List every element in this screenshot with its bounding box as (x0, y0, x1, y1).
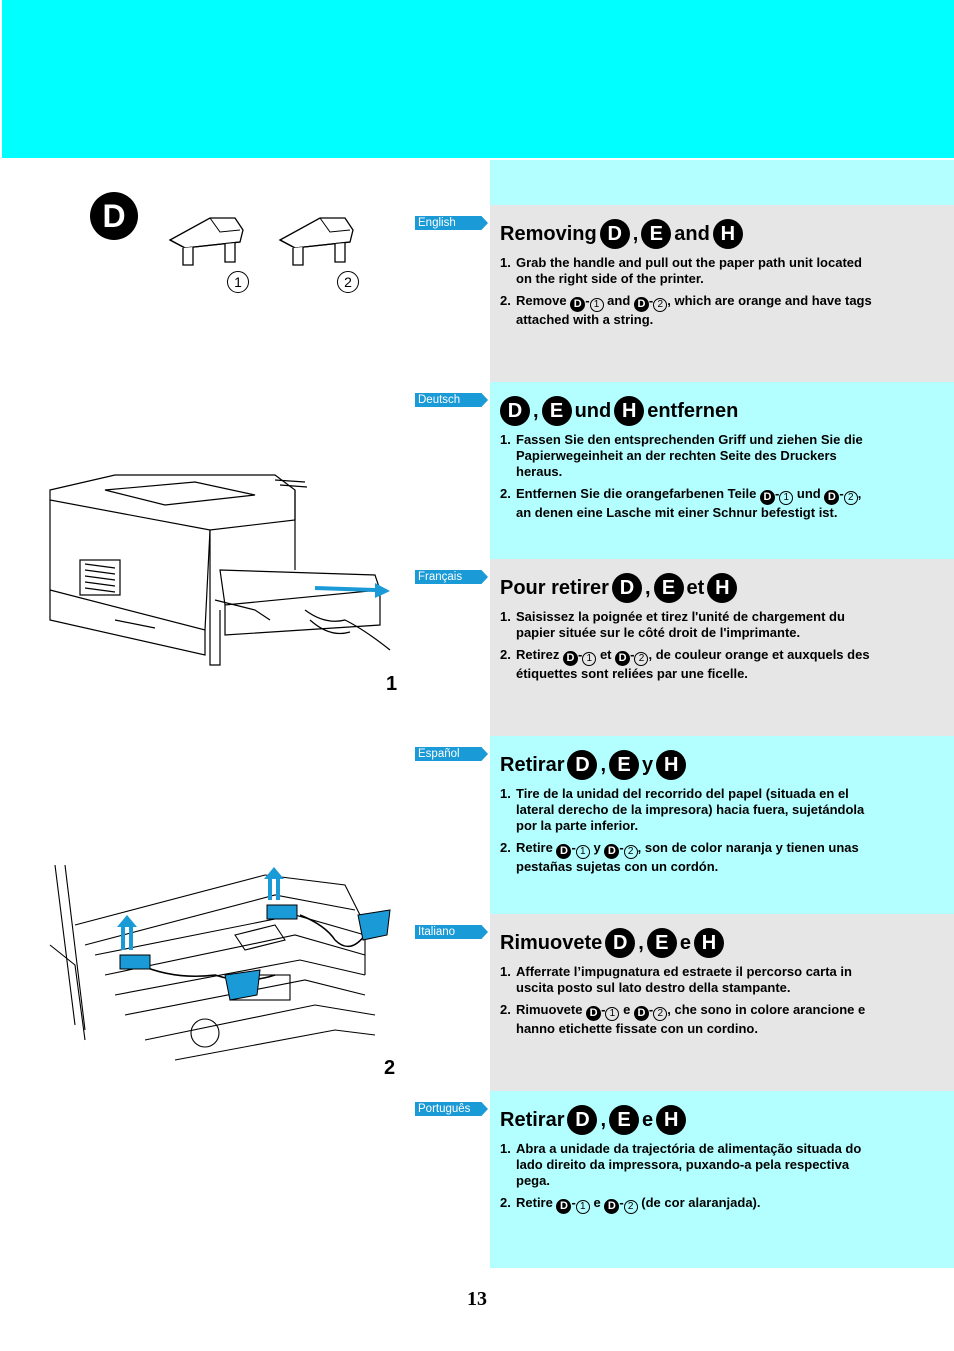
part-d2-illustration (278, 217, 354, 266)
header-band (2, 0, 954, 158)
figure-1-label: 1 (386, 673, 398, 695)
badge-d-small: D (556, 1199, 572, 1214)
step-2: 2.Retirez D-1 et D-2, de couleur orange … (500, 647, 870, 681)
circled-one: 1 (779, 491, 794, 505)
badge-h: H (712, 219, 743, 249)
badge-e: E (653, 573, 684, 603)
step-2: 2.Rimuovete D-1 e D-2, che sono in color… (500, 1002, 866, 1036)
section-heading: Removing D , E and H (500, 219, 954, 249)
circled-two: 2 (653, 298, 668, 312)
section-heading: Rimuovete D , E e H (500, 928, 954, 958)
badge-d-small: D (633, 1006, 649, 1021)
step-1: 1.Saisissez la poignée et tirez l'unité … (500, 609, 845, 640)
step-2: 2.Entfernen Sie die orangefarbenen Teile… (500, 486, 862, 520)
circled-one: 1 (605, 1007, 620, 1021)
badge-d: D (599, 219, 630, 249)
badge-d-small: D (615, 651, 631, 666)
printer-illustration (49, 474, 391, 666)
lang-tag-deutsch: Deutsch (415, 393, 488, 407)
circled-two: 2 (623, 845, 638, 859)
badge-e: E (641, 219, 672, 249)
badge-h: H (656, 750, 687, 780)
section-heading: D , E und H entfernen (500, 396, 954, 426)
lang-tag-espanol: Español (415, 747, 488, 761)
step-list: 1.Abra a unidade da trajectória de alime… (500, 1141, 880, 1214)
badge-h: H (707, 573, 738, 603)
paper-path-illustration (49, 865, 391, 1061)
badge-d-small: D (586, 1006, 602, 1021)
step-1: 1.Afferrate l’impugnatura ed estraete il… (500, 964, 852, 995)
circled-two: 2 (634, 652, 649, 666)
step-list: 1.Afferrate l’impugnatura ed estraete il… (500, 964, 880, 1037)
badge-e: E (646, 928, 677, 958)
circled-two: 2 (843, 491, 858, 505)
step-2: 2.Remove D-1 and D-2, which are orange a… (500, 293, 872, 327)
badge-e: E (609, 750, 640, 780)
section-espanol: Retirar D , E y H 1.Tire de la unidad de… (490, 736, 954, 914)
lang-tag-portugues: Português (415, 1102, 488, 1116)
badge-d: D (611, 573, 642, 603)
badge-h: H (693, 928, 724, 958)
step-1: 1.Tire de la unidad del recorrido del pa… (500, 786, 865, 833)
section-heading: Retirar D , E y H (500, 750, 954, 780)
lang-tag-francais: Français (415, 570, 488, 584)
section-francais: Pour retirer D , E et H 1.Saisissez la p… (490, 559, 954, 736)
circled-one: 1 (589, 298, 604, 312)
lang-tag-english: English (415, 216, 488, 230)
badge-d: D (567, 1105, 598, 1135)
circled-two: 2 (623, 1200, 638, 1214)
section-heading: Pour retirer D , E et H (500, 573, 954, 603)
lang-tag-italiano: Italiano (415, 925, 488, 939)
circled-two: 2 (653, 1007, 668, 1021)
page-number: 13 (467, 1288, 487, 1310)
badge-d-small: D (824, 490, 840, 505)
section-heading: Retirar D , E e H (500, 1105, 954, 1135)
badge-d: D (567, 750, 598, 780)
badge-h: H (656, 1105, 687, 1135)
badge-d-small: D (570, 297, 586, 312)
part-d1-label: 1 (227, 271, 249, 293)
step-2: 2.Retire D-1 e D-2 (de cor alaranjada). (500, 1195, 761, 1214)
part-d-badge: D (90, 192, 138, 240)
part-d1-illustration (168, 217, 244, 266)
figure-2-label: 2 (384, 1057, 396, 1079)
section-deutsch: D , E und H entfernen 1.Fassen Sie den e… (490, 382, 954, 559)
step-1: 1.Fassen Sie den entsprechenden Griff un… (500, 432, 863, 479)
step-list: 1.Tire de la unidad del recorrido del pa… (500, 786, 880, 875)
badge-e: E (609, 1105, 640, 1135)
badge-d-small: D (633, 297, 649, 312)
step-1: 1.Abra a unidade da trajectória de alime… (500, 1141, 862, 1188)
circled-one: 1 (575, 845, 590, 859)
badge-d-small: D (604, 1199, 620, 1214)
badge-e: E (541, 396, 572, 426)
badge-d-small: D (604, 844, 620, 859)
step-list: 1.Saisissez la poignée et tirez l'unité … (500, 609, 880, 682)
badge-d-small: D (556, 844, 572, 859)
step-list: 1.Grab the handle and pull out the paper… (500, 255, 880, 328)
part-d2-label: 2 (337, 271, 359, 293)
badge-d-small: D (759, 490, 775, 505)
step-1: 1.Grab the handle and pull out the paper… (500, 255, 862, 286)
badge-h: H (614, 396, 645, 426)
section-italiano: Rimuovete D , E e H 1.Afferrate l’impugn… (490, 914, 954, 1091)
badge-d-small: D (562, 651, 578, 666)
badge-d: D (500, 396, 530, 426)
section-portugues: Retirar D , E e H 1.Abra a unidade da tr… (490, 1091, 954, 1268)
circled-one: 1 (575, 1200, 590, 1214)
badge-d: D (605, 928, 636, 958)
circled-one: 1 (582, 652, 597, 666)
step-2: 2.Retire D-1 y D-2, son de color naranja… (500, 840, 859, 874)
section-english: Removing D , E and H 1.Grab the handle a… (490, 205, 954, 382)
step-list: 1.Fassen Sie den entsprechenden Griff un… (500, 432, 880, 521)
column-header-strip (490, 160, 954, 205)
